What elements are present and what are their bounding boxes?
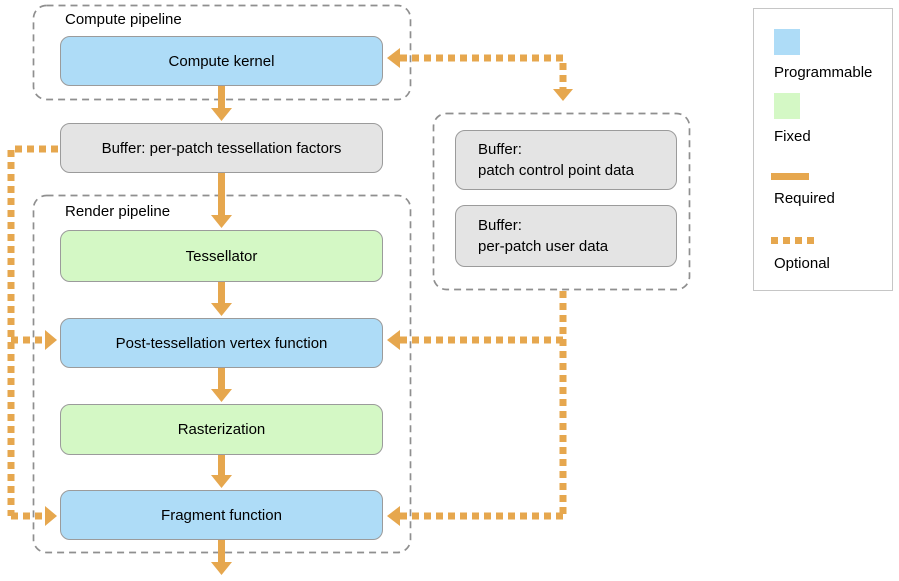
node-post-tessellation-vertex-function: Post-tessellation vertex function — [60, 318, 383, 368]
node-compute-kernel-label: Compute kernel — [168, 52, 275, 70]
buffer-label-line1: Buffer: — [478, 217, 522, 234]
required-arrow-rasterization-to-fragment — [211, 455, 232, 488]
compute-pipeline-label: Compute pipeline — [65, 11, 182, 28]
optional-connector-buffers-to-compute-kernel — [387, 48, 573, 101]
node-tess-factors-buffer-label: Buffer: per-patch tessellation factors — [101, 139, 342, 157]
node-fragment-function-label: Fragment function — [161, 506, 282, 524]
required-arrow-post-tess-to-rasterization — [211, 368, 232, 402]
node-fragment-function: Fragment function — [60, 490, 383, 540]
required-arrow-compute-kernel-to-tess-factors — [211, 86, 232, 121]
node-patch-control-point-buffer: Buffer: patch control point data — [455, 130, 677, 190]
legend-fixed-swatch — [774, 93, 800, 119]
legend-required-line-icon — [771, 173, 809, 180]
node-rasterization: Rasterization — [60, 404, 383, 455]
node-per-patch-user-buffer: Buffer: per-patch user data — [455, 205, 677, 267]
legend-fixed-label: Fixed — [774, 128, 811, 145]
render-pipeline-label: Render pipeline — [65, 203, 171, 220]
node-patch-control-point-buffer-label: Buffer: patch control point data — [478, 139, 634, 181]
node-tess-factors-buffer: Buffer: per-patch tessellation factors — [60, 123, 383, 173]
legend-required-label: Required — [774, 190, 835, 207]
required-arrow-tess-factors-to-tessellator — [211, 173, 232, 228]
required-arrow-tessellator-to-post-tess — [211, 282, 232, 316]
optional-connector-buffers-to-render-stages — [387, 291, 567, 526]
node-post-tessellation-vertex-function-label: Post-tessellation vertex function — [115, 334, 328, 352]
legend-programmable-swatch — [774, 29, 800, 55]
legend-optional-label: Optional — [774, 255, 830, 272]
node-tessellator: Tessellator — [60, 230, 383, 282]
buffer-label-line1: Buffer: — [478, 141, 522, 158]
node-per-patch-user-buffer-label: Buffer: per-patch user data — [478, 215, 608, 257]
node-compute-kernel: Compute kernel — [60, 36, 383, 86]
legend-optional-line-icon — [771, 237, 814, 244]
node-rasterization-label: Rasterization — [177, 421, 266, 438]
buffer-label-line2: patch control point data — [478, 162, 634, 179]
node-tessellator-label: Tessellator — [185, 247, 258, 265]
buffer-label-line2: per-patch user data — [478, 238, 609, 255]
legend: Programmable Fixed Required Optional — [753, 8, 893, 291]
legend-programmable-label: Programmable — [774, 64, 873, 81]
optional-connector-tess-factors-to-render-stages — [7, 145, 58, 526]
required-arrow-fragment-output — [211, 540, 232, 575]
